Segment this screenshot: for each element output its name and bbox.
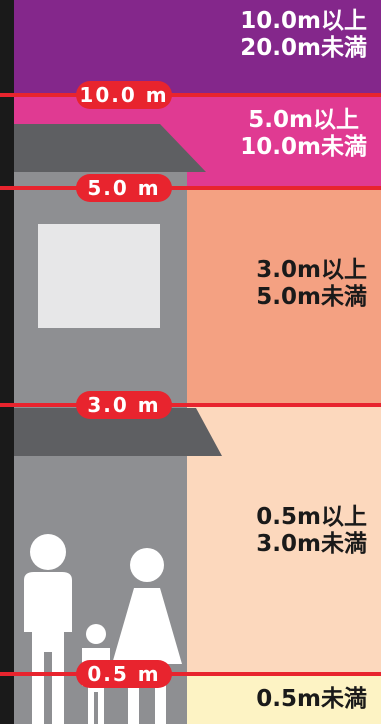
marker-10m: 10.0 m (76, 81, 172, 109)
band-05-3-label: 0.5m以上 3.0m未満 (256, 504, 367, 558)
band-0-05-line1: 0.5m未満 (256, 686, 367, 712)
lower-eave (14, 408, 222, 456)
window (38, 224, 160, 328)
band-05-3-line1: 0.5m以上 (256, 504, 367, 530)
woman-person-icon (112, 548, 182, 724)
level-line-5m (0, 186, 381, 190)
band-05-3-line2: 3.0m未満 (256, 531, 367, 558)
band-3-5-line2: 5.0m未満 (256, 284, 367, 311)
band-10-20-label: 10.0m以上 20.0m未満 (240, 8, 367, 62)
band-10-20: 10.0m以上 20.0m未満 (0, 0, 381, 93)
marker-5m: 5.0 m (76, 174, 172, 202)
left-border (0, 0, 14, 724)
band-3-5-line1: 3.0m以上 (256, 257, 367, 283)
marker-3m: 3.0 m (76, 391, 172, 419)
band-3-5-label: 3.0m以上 5.0m未満 (256, 257, 367, 311)
band-10-20-line1: 10.0m以上 (240, 8, 367, 34)
adult-person-icon (24, 534, 72, 724)
band-10-20-line2: 20.0m未満 (240, 35, 367, 62)
level-line-10m (0, 93, 381, 97)
level-line-05m (0, 672, 381, 676)
band-5-10-label: 5.0m以上 10.0m未満 (240, 107, 367, 161)
band-0-05-label: 0.5m未満 (256, 686, 367, 713)
band-5-10-line1: 5.0m以上 (248, 107, 359, 133)
level-line-3m (0, 403, 381, 407)
marker-05m: 0.5 m (76, 660, 172, 688)
upper-roof (14, 124, 206, 172)
band-5-10-line2: 10.0m未満 (240, 134, 367, 161)
